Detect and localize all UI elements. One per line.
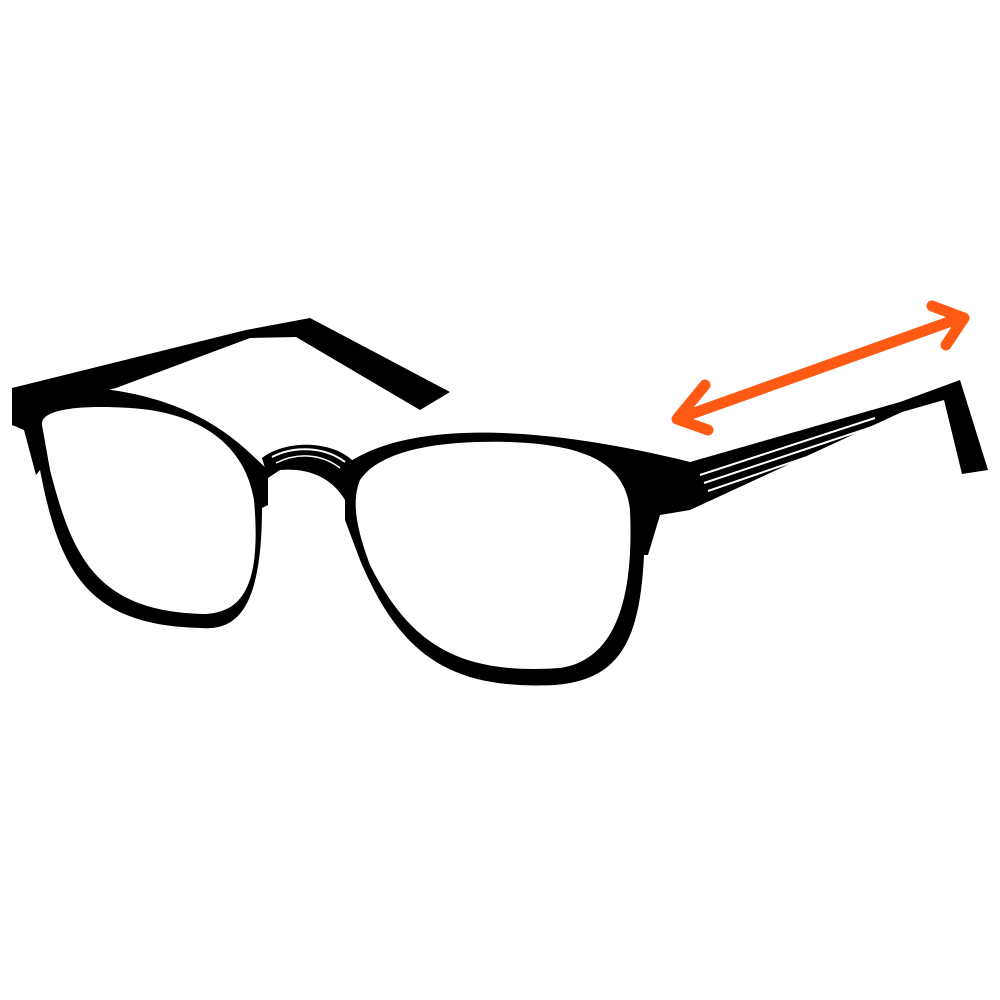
nose-bridge xyxy=(262,444,352,500)
temple-detail-line xyxy=(707,431,881,492)
temple-length-arrow xyxy=(671,300,970,436)
far-temple-arm xyxy=(12,318,450,414)
left-lens-rim xyxy=(12,386,268,629)
temple-detail-line xyxy=(703,424,879,484)
temple-detail-line xyxy=(699,417,876,476)
right-lens-rim xyxy=(345,432,690,686)
arrowhead-right xyxy=(926,300,970,351)
arrowhead-left xyxy=(671,379,714,436)
near-temple-arm xyxy=(690,380,988,510)
